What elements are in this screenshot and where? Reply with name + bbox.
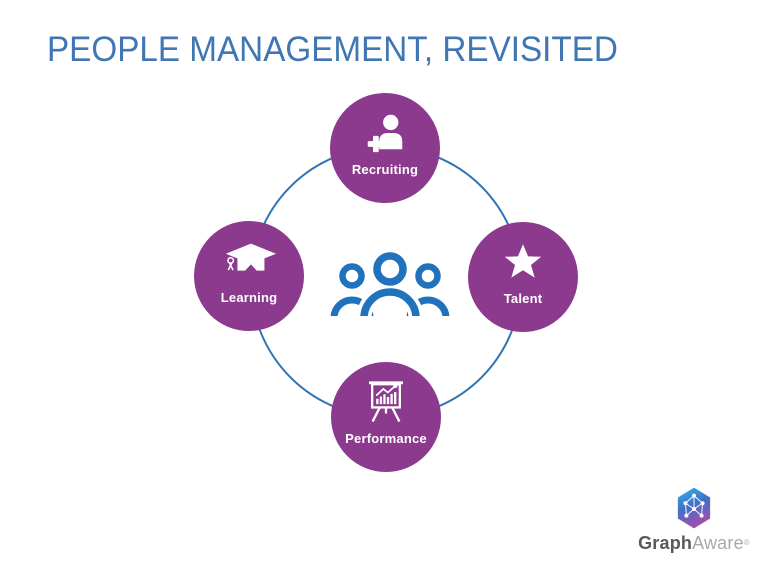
page-title: PEOPLE MANAGEMENT, REVISITED [47, 30, 618, 69]
star-icon [500, 234, 546, 288]
registered-mark: ® [743, 538, 750, 547]
node-label: Learning [220, 290, 278, 305]
diagram-node-learning: Learning [194, 221, 304, 331]
graphaware-logo: GraphAware® [620, 486, 768, 553]
diagram-node-talent: Talent [468, 222, 578, 332]
diagram-node-performance: Performance [331, 362, 441, 472]
brand-name-primary: Graph [638, 533, 693, 553]
person-plus-icon [362, 105, 408, 159]
brand-name-secondary: Aware [692, 533, 744, 553]
graduation-cap-icon [222, 233, 276, 287]
people-group-icon [330, 252, 450, 316]
presentation-chart-icon [361, 374, 411, 428]
graphaware-hexagon-icon [677, 487, 711, 529]
node-label: Talent [503, 291, 543, 306]
node-label: Performance [345, 431, 427, 446]
diagram-node-recruiting: Recruiting [330, 93, 440, 203]
graphaware-wordmark: GraphAware® [620, 533, 768, 553]
node-label: Recruiting [351, 162, 419, 177]
